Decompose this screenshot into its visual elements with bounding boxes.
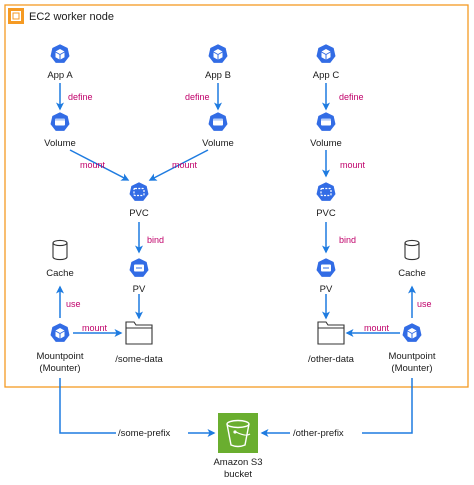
mounter-right-label-2: (Mounter)	[391, 363, 432, 374]
folder-icon	[317, 321, 345, 345]
mounter-right-label-1: Mountpoint	[388, 351, 435, 362]
pvc-left-label: PVC	[129, 208, 149, 219]
folder-left-node[interactable]	[125, 321, 153, 345]
edge-label-mount-folder-left: mount	[82, 323, 108, 333]
edge-label-prefix-left: /some-prefix	[118, 428, 171, 439]
kubernetes-pod-icon	[55, 49, 65, 60]
container-title: EC2 worker node	[29, 11, 114, 23]
cylinder-icon	[404, 239, 420, 261]
kubernetes-pv-icon	[134, 264, 144, 272]
edge-label-mount-a: mount	[80, 160, 106, 170]
edge-label-mount-c: mount	[340, 160, 366, 170]
edge-label-define-a: define	[68, 92, 93, 102]
edges	[56, 83, 416, 437]
app-c-label: App C	[313, 70, 340, 81]
volume-b-label: Volume	[202, 138, 234, 149]
kubernetes-volume-icon	[55, 118, 65, 126]
kubernetes-volume-icon	[321, 118, 331, 126]
pv-right-node[interactable]	[315, 256, 337, 279]
edge-label-define-c: define	[339, 92, 364, 102]
edge-label-define-b: define	[185, 92, 210, 102]
kubernetes-pod-icon	[55, 328, 65, 339]
app-c-node[interactable]	[315, 42, 337, 65]
edge-label-bind-left: bind	[147, 235, 164, 245]
app-a-label: App A	[47, 70, 73, 81]
cache-right-label: Cache	[398, 268, 425, 279]
volume-a-node[interactable]	[49, 110, 71, 133]
kubernetes-pvc-icon	[133, 187, 145, 197]
mounter-left-node[interactable]	[49, 321, 71, 344]
edge-prefix-left	[59, 378, 216, 437]
ec2-node-container	[4, 4, 469, 388]
s3-bucket-node[interactable]	[218, 413, 258, 453]
s3-label-1: Amazon S3	[213, 457, 262, 468]
kubernetes-pv-icon	[321, 264, 331, 272]
app-b-node[interactable]	[207, 42, 229, 65]
edge-label-use-left: use	[66, 299, 81, 309]
edge-label-use-right: use	[417, 299, 432, 309]
pv-right-label: PV	[320, 284, 333, 295]
cache-right-node[interactable]	[404, 239, 420, 261]
folder-right-label: /other-data	[308, 354, 355, 365]
folder-right-node[interactable]	[317, 321, 345, 345]
pvc-right-node[interactable]	[315, 180, 337, 203]
volume-c-label: Volume	[310, 138, 342, 149]
volume-b-node[interactable]	[207, 110, 229, 133]
edge-mount-b	[148, 149, 209, 181]
mounter-left-label-2: (Mounter)	[39, 363, 80, 374]
kubernetes-pod-icon	[213, 49, 223, 60]
pv-left-node[interactable]	[128, 256, 150, 279]
ec2-chip-icon	[8, 8, 24, 24]
folder-left-label: /some-data	[115, 354, 163, 365]
cache-left-node[interactable]	[52, 239, 68, 261]
edge-label-mount-folder-right: mount	[364, 323, 390, 333]
edge-mount-a	[69, 149, 130, 181]
kubernetes-pod-icon	[407, 328, 417, 339]
pvc-right-label: PVC	[316, 208, 336, 219]
edge-prefix-right	[260, 378, 413, 437]
cache-left-label: Cache	[46, 268, 73, 279]
mounter-right-node[interactable]	[401, 321, 423, 344]
pv-left-label: PV	[133, 284, 146, 295]
edge-label-prefix-right: /other-prefix	[293, 428, 344, 439]
pvc-left-node[interactable]	[128, 180, 150, 203]
edge-label-mount-b: mount	[172, 160, 198, 170]
cylinder-icon	[52, 239, 68, 261]
app-b-label: App B	[205, 70, 231, 81]
s3-label-2: bucket	[224, 469, 252, 480]
folder-icon	[125, 321, 153, 345]
kubernetes-pvc-icon	[320, 187, 332, 197]
s3-bucket-icon	[226, 419, 251, 448]
kubernetes-volume-icon	[213, 118, 223, 126]
mounter-left-label-1: Mountpoint	[36, 351, 83, 362]
app-a-node[interactable]	[49, 42, 71, 65]
volume-c-node[interactable]	[315, 110, 337, 133]
kubernetes-pod-icon	[321, 49, 331, 60]
edge-label-bind-right: bind	[339, 235, 356, 245]
volume-a-label: Volume	[44, 138, 76, 149]
